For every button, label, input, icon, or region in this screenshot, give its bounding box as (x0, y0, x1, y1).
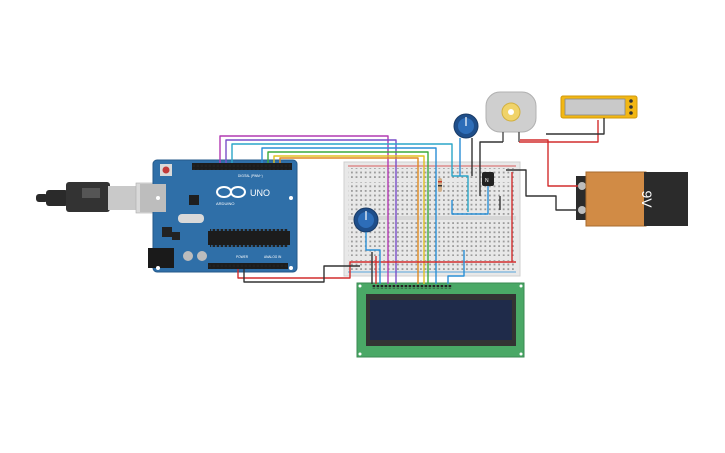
wire-magenta (219, 135, 389, 284)
analog-label: ANALOG IN (264, 255, 282, 259)
transistor[interactable]: N (482, 172, 494, 186)
dc-motor[interactable] (485, 91, 537, 142)
wire-battery-red (520, 139, 578, 187)
wire-lcd-blue-right (447, 250, 465, 284)
arduino-brand-text: ARDUINO (216, 201, 234, 206)
wire-transistor-blue (451, 186, 489, 215)
crystal-oscillator (178, 214, 204, 223)
arduino-uno-board[interactable]: UNO ARDUINO DIGITAL (PWM~) POWER ANALOG … (140, 159, 298, 273)
wire-pot-bottom (365, 232, 381, 284)
wire-green (267, 151, 429, 284)
wire-battery-black (506, 169, 578, 211)
wire-orange (279, 157, 419, 284)
arduino-logo (216, 186, 246, 198)
power-jack[interactable] (148, 248, 174, 268)
battery-9v[interactable]: 9V (576, 171, 688, 227)
wire-purple (225, 139, 397, 284)
resistor[interactable] (438, 178, 442, 192)
usb-port (140, 184, 166, 212)
wire-blue (261, 147, 437, 284)
svg-text:N: N (485, 178, 489, 184)
wire-meter-black (546, 118, 605, 135)
wire-yellow (273, 155, 425, 284)
lcd-screen (370, 300, 512, 340)
reset-button[interactable] (162, 166, 170, 174)
potentiometer-bottom[interactable] (353, 207, 379, 233)
uno-logo-text: UNO (250, 188, 270, 198)
usb-cable[interactable] (36, 182, 159, 214)
wire-red-power (237, 261, 516, 279)
wire-motor-black (479, 141, 503, 196)
lcd-display[interactable] (356, 282, 525, 358)
wire-motor-red (519, 120, 599, 143)
multimeter[interactable] (560, 95, 638, 119)
power-label: POWER (236, 255, 249, 259)
battery-label: 9V (639, 190, 655, 208)
wire-cyan (231, 143, 469, 212)
wiring (219, 118, 605, 284)
digital-label: DIGITAL (PWM~) (238, 174, 263, 178)
potentiometer-top[interactable] (453, 113, 479, 139)
atmega-chip (208, 231, 290, 245)
wire-black-ground (243, 265, 360, 283)
